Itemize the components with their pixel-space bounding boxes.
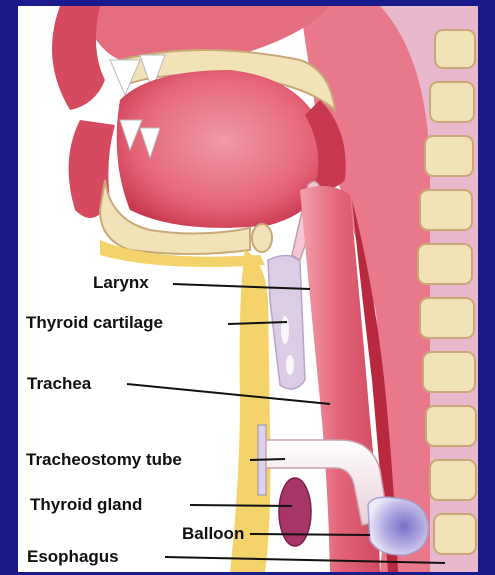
thyroid-gland-shape [279, 478, 311, 546]
label-larynx: Larynx [93, 273, 149, 293]
hyoid-bone [252, 224, 272, 252]
balloon-cuff [368, 497, 428, 555]
label-trachea: Trachea [27, 374, 91, 394]
label-esophagus: Esophagus [27, 547, 119, 567]
label-balloon: Balloon [182, 524, 244, 544]
label-thyroid-cartilage: Thyroid cartilage [26, 313, 163, 333]
label-tracheostomy-tube: Tracheostomy tube [26, 450, 182, 470]
label-thyroid-gland: Thyroid gland [30, 495, 142, 515]
